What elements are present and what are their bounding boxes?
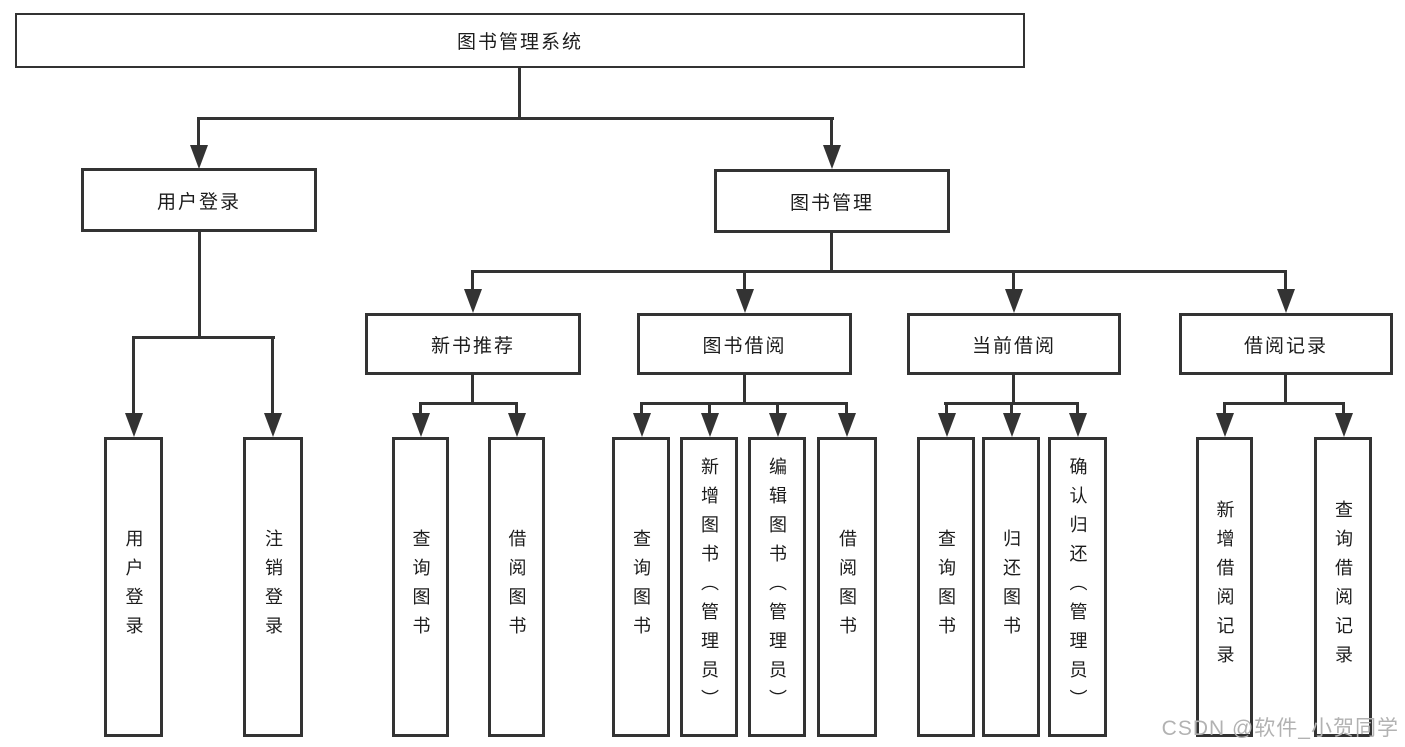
arrow-down-icon: [1068, 402, 1087, 437]
node-new-book-recommendation: 新书推荐: [365, 313, 581, 375]
connector-line: [640, 402, 848, 405]
leaf-edit-books-admin: 编辑图书（管理员）: [748, 437, 806, 737]
leaf-borrow-books: 借阅图书: [817, 437, 877, 737]
arrow-down-icon: [1334, 402, 1353, 437]
node-label: 借阅图书: [506, 529, 527, 645]
node-book-borrowing: 图书借阅: [637, 313, 852, 375]
arrow-down-icon: [632, 402, 651, 437]
connector-line: [518, 68, 521, 119]
node-label: 当前借阅: [971, 335, 1056, 357]
node-label: 用户登录: [123, 529, 144, 645]
node-label: 图书管理: [789, 192, 874, 214]
node-label: 用户登录: [156, 191, 241, 213]
node-current-borrowing: 当前借阅: [907, 313, 1121, 375]
node-label: 借阅记录: [1243, 335, 1328, 357]
arrow-down-icon: [1276, 270, 1295, 313]
node-label: 确认归还（管理员）: [1067, 456, 1088, 718]
arrow-down-icon: [411, 402, 430, 437]
arrow-down-icon: [507, 402, 526, 437]
leaf-add-borrow-record: 新增借阅记录: [1196, 437, 1253, 737]
connector-line: [132, 336, 275, 339]
connector-line: [471, 375, 474, 404]
node-user-login: 用户登录: [81, 168, 317, 232]
node-label: 借阅图书: [837, 529, 857, 645]
node-label: 新增借阅记录: [1214, 500, 1235, 674]
leaf-borrow-books: 借阅图书: [488, 437, 545, 737]
node-label: 新书推荐: [430, 335, 515, 357]
node-book-management: 图书管理: [714, 169, 950, 233]
leaf-add-books-admin: 新增图书（管理员）: [680, 437, 738, 737]
arrow-down-icon: [1215, 402, 1234, 437]
arrow-down-icon: [837, 402, 856, 437]
leaf-query-books: 查询图书: [917, 437, 975, 737]
node-label: 查询借阅记录: [1333, 500, 1353, 674]
arrow-down-icon: [822, 117, 841, 169]
leaf-query-books: 查询图书: [392, 437, 449, 737]
leaf-query-books: 查询图书: [612, 437, 670, 737]
connector-line: [1012, 375, 1015, 404]
arrow-down-icon: [735, 270, 754, 313]
connector-line: [471, 270, 1287, 273]
leaf-user-login: 用户登录: [104, 437, 163, 737]
node-label: 图书借阅: [702, 335, 787, 357]
node-label: 注销登录: [263, 529, 283, 645]
leaf-confirm-return-admin: 确认归还（管理员）: [1048, 437, 1107, 737]
connector-line: [419, 402, 518, 405]
node-borrowing-records: 借阅记录: [1179, 313, 1393, 375]
connector-line: [197, 117, 834, 120]
connector-line: [198, 231, 201, 338]
arrow-down-icon: [1004, 270, 1023, 313]
connector-line: [743, 375, 746, 404]
node-label: 新增图书（管理员）: [699, 456, 719, 718]
node-label: 查询图书: [936, 529, 956, 645]
arrow-down-icon: [463, 270, 482, 313]
arrow-down-icon: [263, 336, 282, 437]
node-label: 归还图书: [1001, 529, 1021, 645]
arrow-down-icon: [700, 402, 719, 437]
arrow-down-icon: [124, 336, 143, 437]
connector-line: [830, 233, 833, 272]
connector-line: [1284, 375, 1287, 404]
leaf-logout: 注销登录: [243, 437, 303, 737]
node-label: 查询图书: [631, 529, 651, 645]
node-library-management-system: 图书管理系统: [15, 13, 1025, 68]
arrow-down-icon: [1002, 402, 1021, 437]
leaf-query-borrow-record: 查询借阅记录: [1314, 437, 1372, 737]
connector-line: [1223, 402, 1345, 405]
leaf-return-books: 归还图书: [982, 437, 1040, 737]
arrow-down-icon: [937, 402, 956, 437]
node-label: 编辑图书（管理员）: [767, 456, 787, 718]
node-label: 图书管理系统: [456, 32, 583, 53]
arrow-down-icon: [189, 117, 208, 169]
arrow-down-icon: [768, 402, 787, 437]
watermark: CSDN @软件_小贺同学: [1161, 717, 1399, 740]
node-label: 查询图书: [410, 529, 431, 645]
